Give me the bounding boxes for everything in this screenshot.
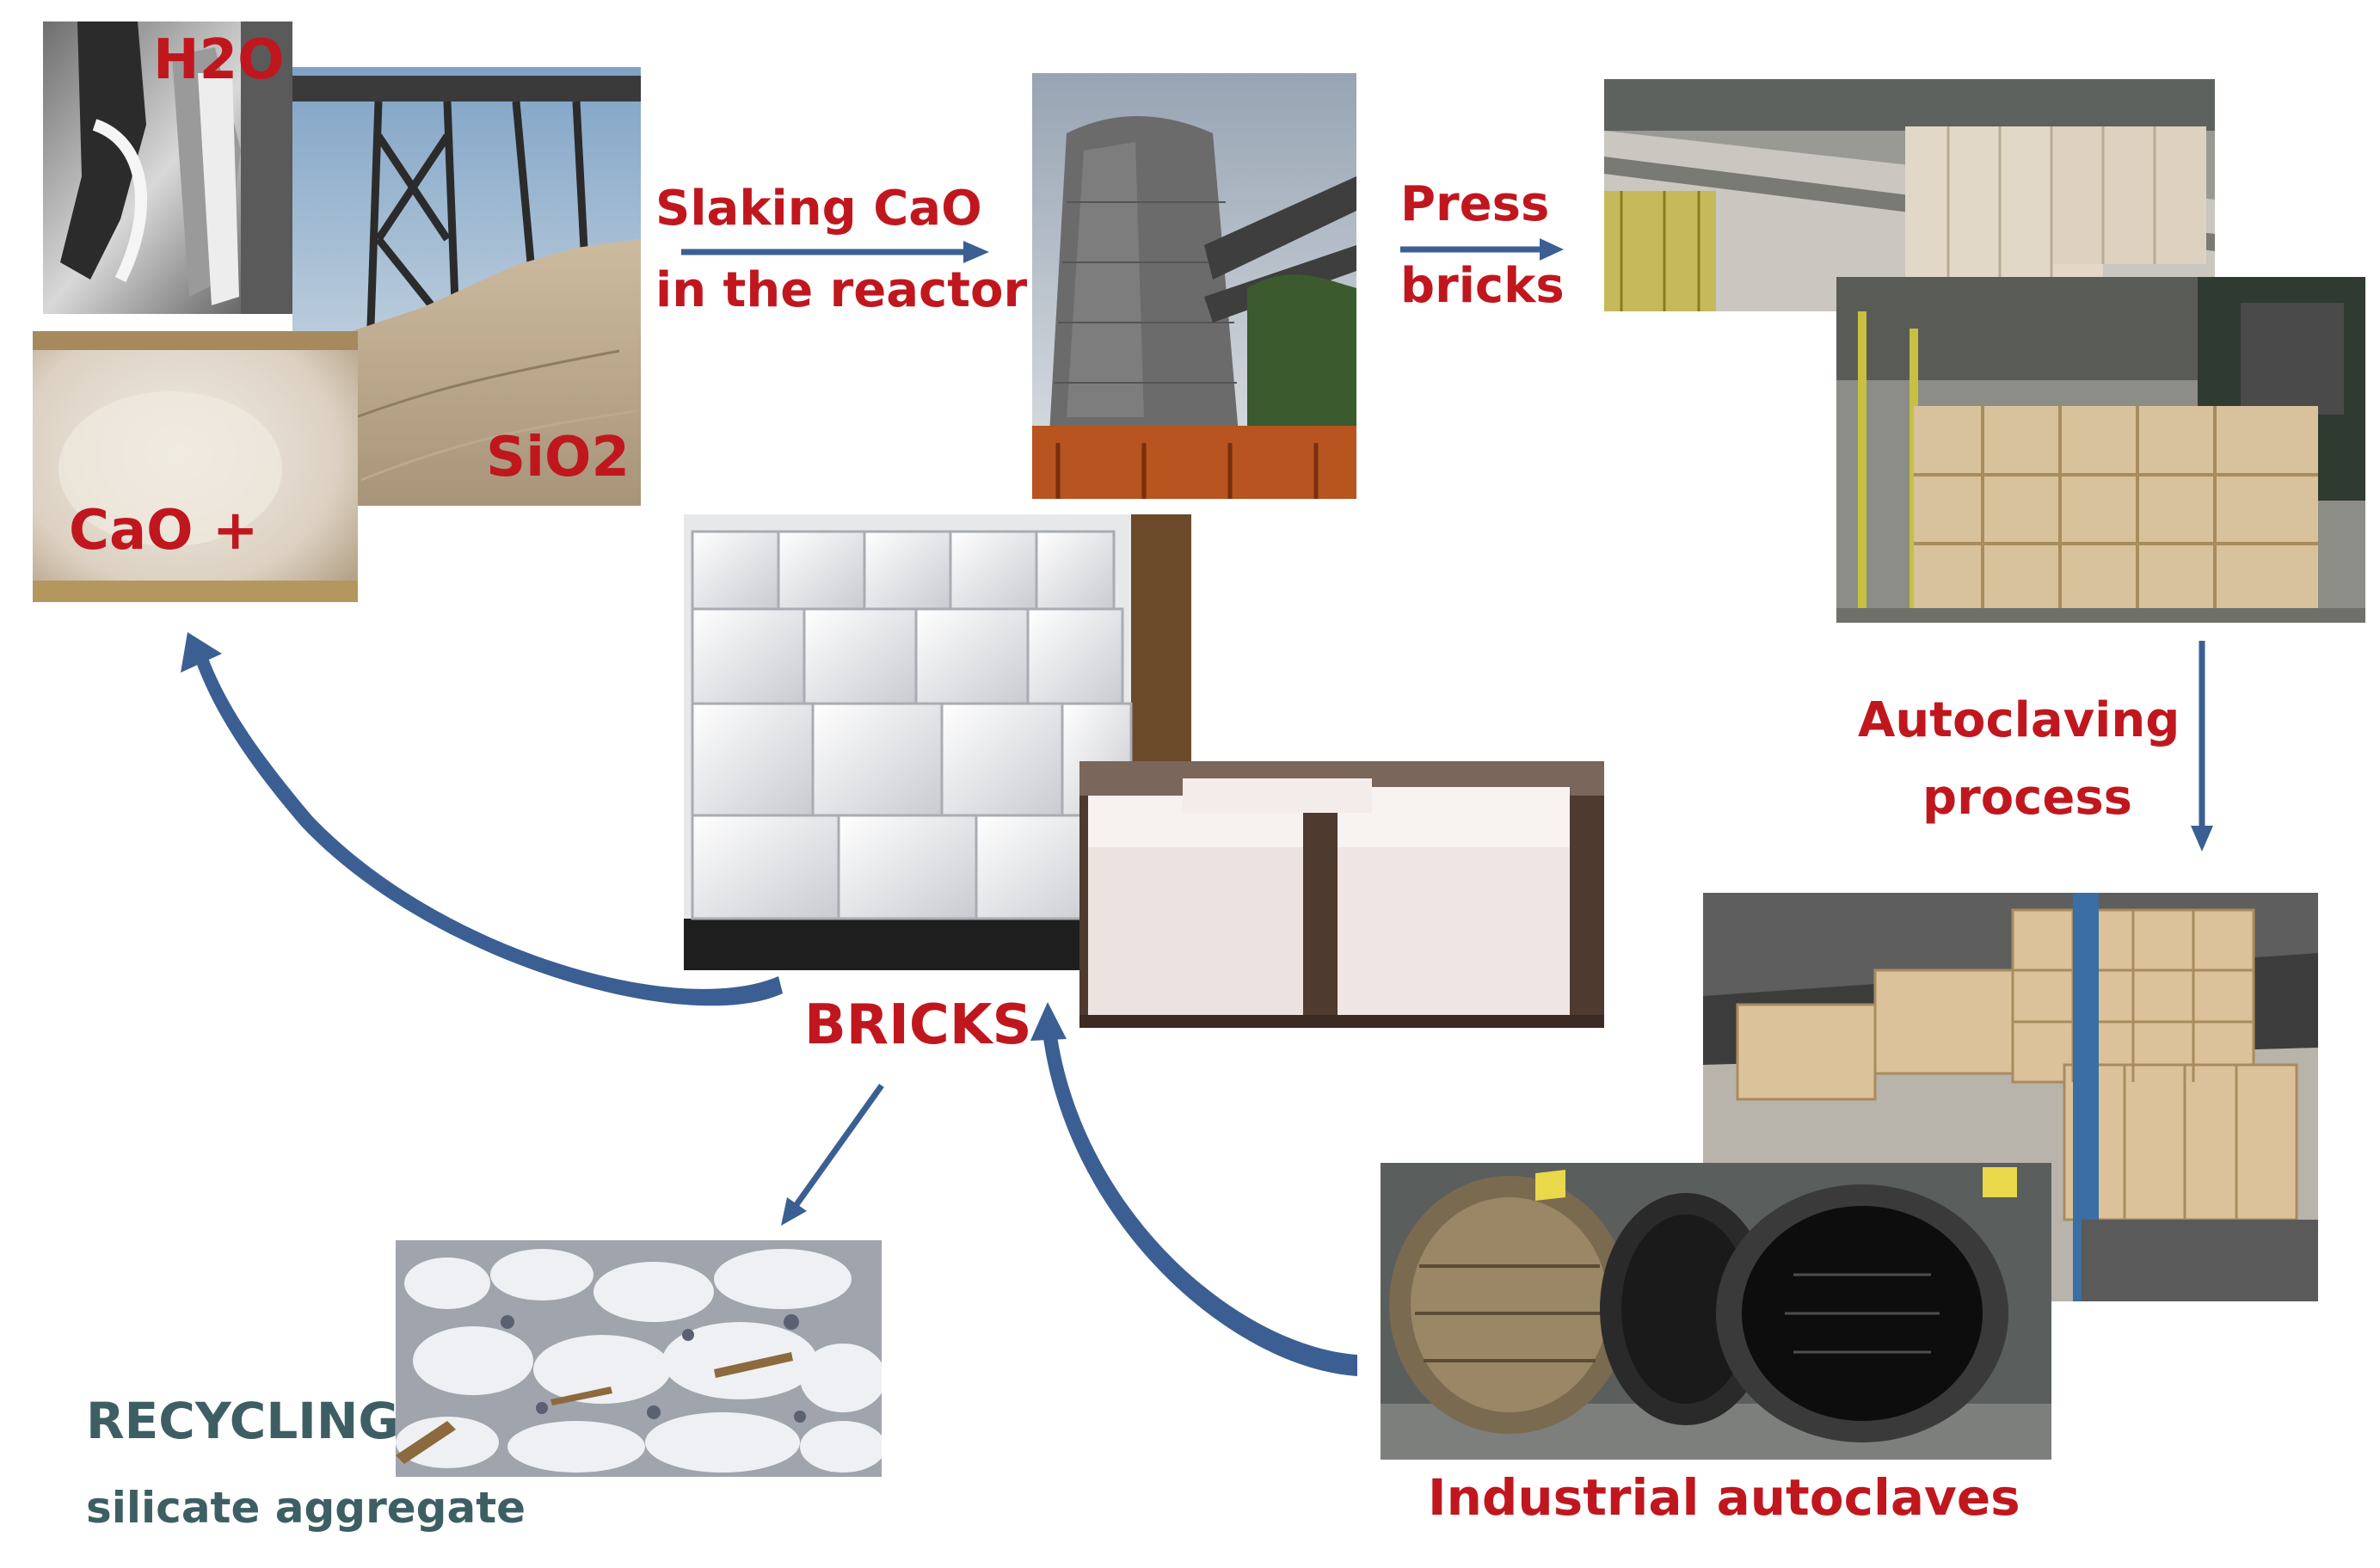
press-conveyor-photo [1604,79,2215,311]
autoclaving-arrow [2191,641,2213,852]
reactor-photo [1032,73,1356,499]
autoclaving-label-line2: process [1922,770,2133,826]
slaking-arrow [681,241,989,263]
industrial-autoclaves-label: Industrial autoclaves [1428,1468,2020,1527]
cao-powder-photo [33,331,358,602]
autoclave-to-bricks-arrow [1030,1002,1357,1376]
autoclaving-label-line1: Autoclaving [1858,692,2180,748]
slaking-label-line1: Slaking CaO [655,181,982,237]
water-tap-photo [43,22,292,314]
recycle-back-arrow [181,632,783,1006]
press-label-line1: Press [1400,176,1550,232]
recycling-label: RECYCLING [86,1392,400,1450]
slaking-label-line2: in the reactor [655,262,1028,318]
recycling-arrow [781,1083,884,1226]
recycling-aggregate-photo [396,1240,882,1477]
silicate-aggregate-label: silicate aggregate [86,1483,526,1533]
sio2-label: SiO2 [486,426,630,489]
press-label-line2: bricks [1400,258,1565,314]
brick-closeup-photo [1079,761,1604,1028]
press-arrow [1400,238,1564,261]
industrial-autoclaves-photo [1381,1163,2051,1460]
h2o-label: H2O [153,28,285,92]
bricks-label: BRICKS [804,993,1032,1057]
cao-label: CaO + [69,499,259,563]
brick-stacking-photo [1836,277,2365,623]
bricks-pallet-photo [684,514,1191,970]
